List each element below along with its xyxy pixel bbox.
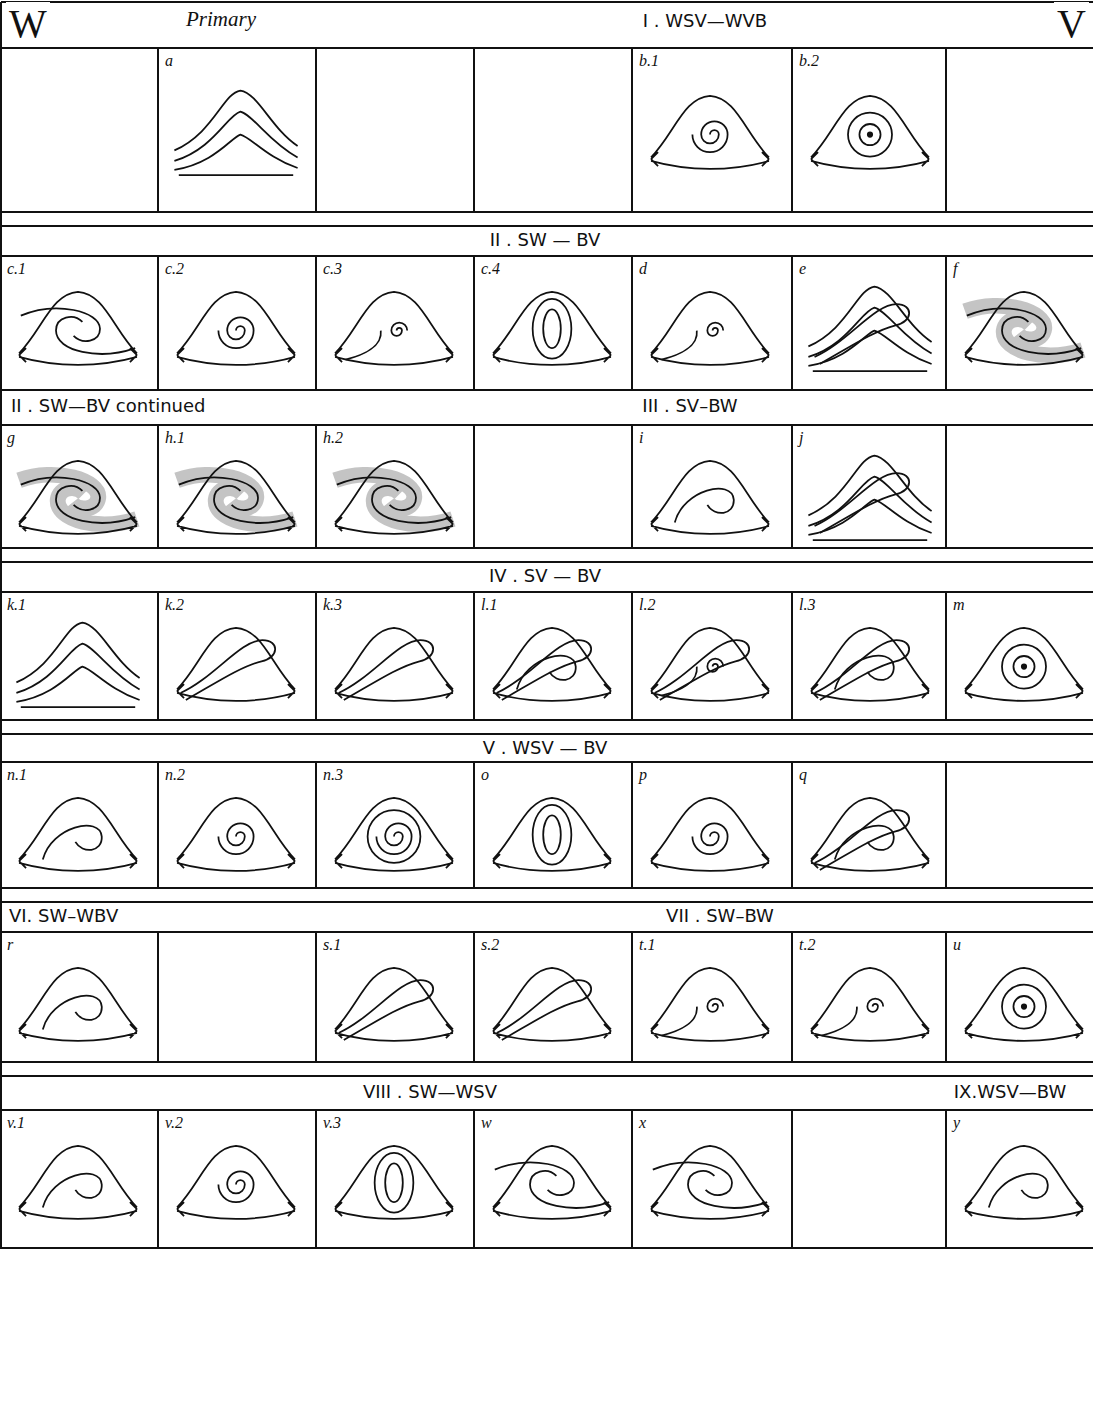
cell-letter: l.1 <box>481 597 497 613</box>
pattern-cell: x <box>634 1112 790 1246</box>
cell-letter: x <box>639 1115 646 1131</box>
section-heading: III . SV–BW <box>639 396 740 416</box>
cell-letter: i <box>639 430 643 446</box>
cell-letter: n.2 <box>165 767 185 783</box>
pattern-cell: y <box>948 1112 1091 1246</box>
pattern-cell: t.1 <box>634 934 790 1060</box>
pattern-cell: n.1 <box>2 764 156 886</box>
pattern-cell: u <box>948 934 1091 1060</box>
section-heading: Primary <box>183 8 259 31</box>
pattern-cell: h.1 <box>160 427 314 546</box>
cell-letter: n.1 <box>7 767 27 783</box>
cell-letter: k.1 <box>7 597 26 613</box>
cell-letter: s.2 <box>481 937 499 953</box>
pattern-cell: s.2 <box>476 934 630 1060</box>
pattern-cell: e <box>794 258 944 388</box>
cell-letter: d <box>639 261 647 277</box>
section-heading: IX.WSV—BW <box>951 1082 1069 1102</box>
cell-letter: v.3 <box>323 1115 341 1131</box>
section-heading: IV . SV — BV <box>486 566 604 586</box>
pattern-cell: v.1 <box>2 1112 156 1246</box>
pattern-cell: p <box>634 764 790 886</box>
pattern-cell: b.1 <box>634 50 790 210</box>
cell-letter: h.1 <box>165 430 185 446</box>
cell-letter: k.2 <box>165 597 184 613</box>
cell-letter: l.2 <box>639 597 655 613</box>
pattern-cell: c.1 <box>2 258 156 388</box>
cell-letter: q <box>799 767 807 783</box>
section-heading: I . WSV—WVB <box>640 11 770 31</box>
cell-letter: u <box>953 937 961 953</box>
pattern-cell: f <box>948 258 1091 388</box>
pattern-cell: v.3 <box>318 1112 472 1246</box>
corner-letter: W <box>6 2 50 46</box>
cell-letter: r <box>7 937 13 953</box>
cell-letter: b.2 <box>799 53 819 69</box>
cell-letter: g <box>7 430 15 446</box>
cell-letter: y <box>953 1115 960 1131</box>
pattern-cell: q <box>794 764 944 886</box>
pattern-cell: g <box>2 427 156 546</box>
cell-letter: c.2 <box>165 261 184 277</box>
cell-letter: c.4 <box>481 261 500 277</box>
cell-letter: b.1 <box>639 53 659 69</box>
cell-letter: k.3 <box>323 597 342 613</box>
pattern-cell: v.2 <box>160 1112 314 1246</box>
cell-letter: w <box>481 1115 492 1131</box>
pattern-cell: n.2 <box>160 764 314 886</box>
cell-letter: t.1 <box>639 937 655 953</box>
pattern-cell: l.2 <box>634 594 790 718</box>
cell-letter: l.3 <box>799 597 815 613</box>
cell-letter: o <box>481 767 489 783</box>
cell-letter: v.2 <box>165 1115 183 1131</box>
pattern-cell: m <box>948 594 1091 718</box>
pattern-cell: c.4 <box>476 258 630 388</box>
pattern-cell: n.3 <box>318 764 472 886</box>
pattern-cell: s.1 <box>318 934 472 1060</box>
pattern-cell: l.3 <box>794 594 944 718</box>
cell-letter: h.2 <box>323 430 343 446</box>
cell-letter: t.2 <box>799 937 815 953</box>
pattern-cell: d <box>634 258 790 388</box>
cell-letter: s.1 <box>323 937 341 953</box>
pattern-cell: l.1 <box>476 594 630 718</box>
pattern-cell: k.3 <box>318 594 472 718</box>
pattern-cell: k.1 <box>2 594 156 718</box>
pattern-cell: r <box>2 934 156 1060</box>
cell-letter: v.1 <box>7 1115 25 1131</box>
cell-letter: c.1 <box>7 261 26 277</box>
cell-letter: a <box>165 53 173 69</box>
pattern-cell: t.2 <box>794 934 944 1060</box>
section-heading: II . SW—BV continued <box>8 396 209 416</box>
pattern-cell: w <box>476 1112 630 1246</box>
section-heading: VII . SW–BW <box>663 906 777 926</box>
cell-letter: e <box>799 261 806 277</box>
pattern-cell: c.2 <box>160 258 314 388</box>
section-heading: II . SW — BV <box>487 230 604 250</box>
section-heading: VIII . SW—WSV <box>360 1082 500 1102</box>
pattern-cell: i <box>634 427 790 546</box>
cell-letter: c.3 <box>323 261 342 277</box>
pattern-cell: h.2 <box>318 427 472 546</box>
section-heading: V . WSV — BV <box>480 738 611 758</box>
cell-letter: m <box>953 597 965 613</box>
pattern-cell: b.2 <box>794 50 944 210</box>
corner-letter: V <box>1054 2 1089 46</box>
pattern-cell: c.3 <box>318 258 472 388</box>
pattern-cell: a <box>160 50 314 210</box>
pattern-cell: o <box>476 764 630 886</box>
cell-letter: p <box>639 767 647 783</box>
section-heading: VI. SW–WBV <box>6 906 121 926</box>
cell-letter: f <box>953 261 957 277</box>
pattern-cell: k.2 <box>160 594 314 718</box>
cell-letter: j <box>799 430 803 446</box>
pattern-cell: j <box>794 427 944 546</box>
cell-letter: n.3 <box>323 767 343 783</box>
